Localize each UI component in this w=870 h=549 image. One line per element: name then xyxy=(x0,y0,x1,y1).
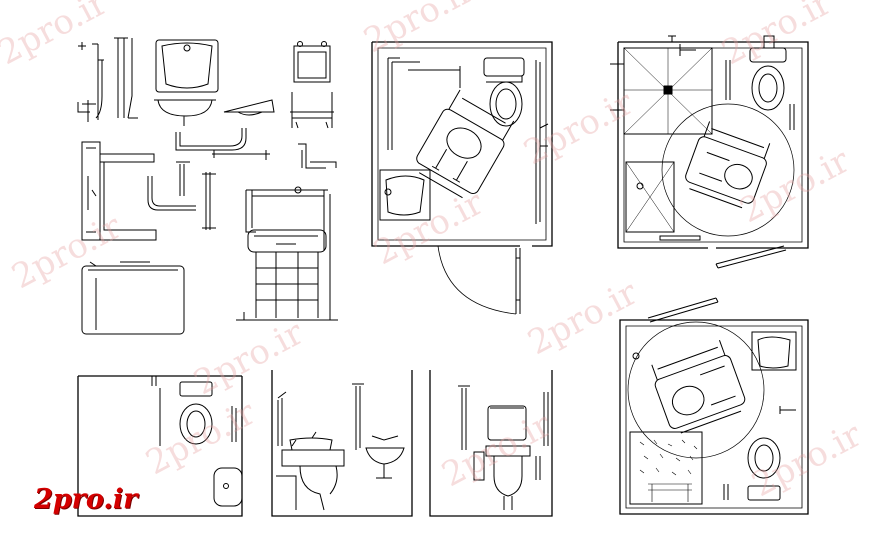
restroom-plan-2 xyxy=(610,35,809,269)
sink-icon xyxy=(379,169,431,221)
toilet-elevation-2 xyxy=(271,370,413,517)
grab-bar-icon xyxy=(175,128,270,160)
toilet-icon xyxy=(483,57,525,127)
toilet-elevation-icon xyxy=(236,186,338,321)
wheelchair-icon xyxy=(651,340,746,434)
sink-icon xyxy=(213,467,243,507)
brand-logo: 2pro.ir xyxy=(34,484,138,515)
sink-icon xyxy=(155,39,219,93)
toilet-elevation-3 xyxy=(429,370,553,517)
bracket-icon xyxy=(298,143,337,169)
wheelchair-icon xyxy=(685,121,771,209)
grab-bar-icon xyxy=(147,161,216,230)
restroom-plan-1 xyxy=(371,41,553,315)
toilet-elevation-1 xyxy=(77,375,243,517)
shower-icon xyxy=(625,161,675,233)
seat-icon xyxy=(293,41,331,83)
door-swing-icon xyxy=(437,245,521,315)
toilet-icon xyxy=(281,431,345,511)
toilet-icon xyxy=(723,437,781,501)
shower-icon xyxy=(623,35,713,135)
sink-icon xyxy=(223,99,275,116)
toilet-icon xyxy=(485,405,531,510)
sink-icon xyxy=(365,435,405,478)
sink-icon xyxy=(154,99,216,126)
wheelchair-icon xyxy=(416,89,515,199)
changing-table-icon xyxy=(81,261,185,335)
toilet-icon xyxy=(749,35,787,111)
bench-icon xyxy=(81,141,157,241)
door-swing-icon xyxy=(715,245,787,269)
grab-bar-icon xyxy=(77,37,138,122)
seat-icon xyxy=(290,92,334,129)
restroom-plan-3 xyxy=(619,297,809,515)
shower-icon xyxy=(629,352,703,505)
toilet-icon xyxy=(179,381,213,445)
fixture-library xyxy=(77,37,338,335)
sink-icon xyxy=(751,331,797,371)
